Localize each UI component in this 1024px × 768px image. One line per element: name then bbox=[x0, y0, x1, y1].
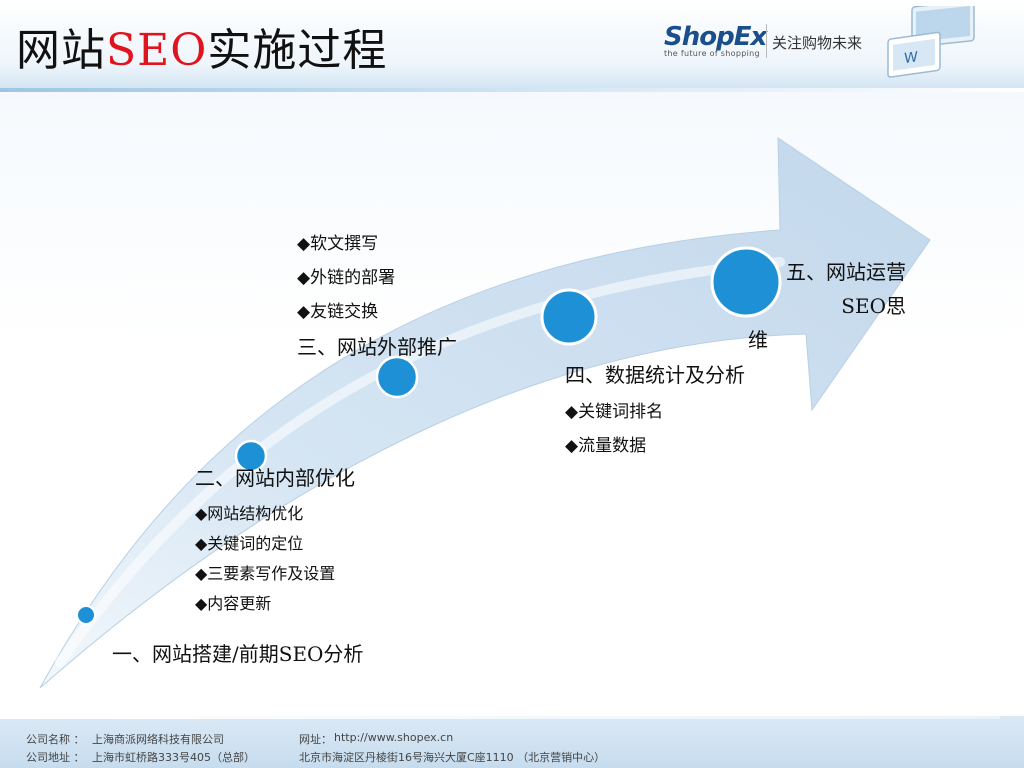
step-5-line-1: 五、网站运营 bbox=[786, 260, 906, 284]
logo-separator bbox=[766, 24, 767, 58]
svg-text:W: W bbox=[904, 49, 918, 67]
footer-bar bbox=[0, 716, 1024, 768]
node-step-2 bbox=[234, 439, 268, 473]
page-title: 网站SEO实施过程 bbox=[16, 14, 387, 78]
title-highlight: SEO bbox=[106, 25, 208, 76]
logo-tagline: the future of shopping bbox=[664, 49, 760, 58]
monitor-front-icon: W bbox=[887, 31, 941, 78]
step-4-bullet-1: ◆关键词排名 bbox=[565, 402, 664, 422]
step-2-bullet-1: ◆网站结构优化 bbox=[195, 504, 304, 523]
website-label: 网址： bbox=[299, 733, 332, 746]
step-5-line-2: SEO思 bbox=[841, 294, 906, 318]
step-nodes bbox=[76, 246, 782, 625]
step-2-bullet-4: ◆内容更新 bbox=[195, 594, 272, 613]
beijing-address: 北京市海淀区丹棱街16号海兴大厦C座1110 （北京营销中心） bbox=[299, 751, 606, 764]
step-4-label: 四、数据统计及分析 bbox=[565, 363, 745, 387]
node-step-4 bbox=[540, 288, 598, 346]
slogan: 关注购物未来 bbox=[772, 34, 863, 52]
step-3-bullet-3: ◆友链交换 bbox=[297, 302, 379, 322]
header-bar bbox=[0, 0, 1024, 92]
step-3-bullet-1: ◆软文撰写 bbox=[297, 234, 379, 254]
node-step-3 bbox=[375, 355, 419, 399]
company-address-label: 公司地址 ： bbox=[26, 751, 85, 764]
monitor-decoration-icon: W bbox=[887, 6, 975, 78]
shopex-logo: ShopEx the future of shopping bbox=[664, 22, 767, 58]
title-prefix: 网站 bbox=[16, 25, 106, 76]
website-link[interactable]: http://www.shopex.cn bbox=[334, 731, 454, 744]
company-name-label: 公司名称 ： bbox=[26, 733, 85, 746]
node-step-1 bbox=[76, 605, 96, 625]
logo-text: ShopEx bbox=[664, 22, 767, 52]
step-2-label: 二、网站内部优化 bbox=[195, 466, 355, 490]
growth-arrow bbox=[39, 137, 931, 689]
step-3-label: 三、网站外部推广 bbox=[297, 335, 457, 359]
step-2-bullet-2: ◆关键词的定位 bbox=[195, 534, 304, 553]
title-suffix: 实施过程 bbox=[207, 25, 388, 76]
logo-wordmark: ShopEx bbox=[664, 22, 767, 52]
arrow-highlight bbox=[55, 257, 785, 667]
step-5-label: 五、网站运营 SEO思 维 bbox=[748, 255, 906, 357]
header-divider bbox=[0, 88, 1024, 92]
step-5-line-3: 维 bbox=[748, 328, 768, 352]
node-step-5 bbox=[710, 246, 782, 318]
step-2-bullet-3: ◆三要素写作及设置 bbox=[195, 564, 336, 583]
company-name: 上海商派网络科技有限公司 bbox=[92, 733, 224, 746]
step-4-bullet-2: ◆流量数据 bbox=[565, 436, 647, 456]
company-address: 上海市虹桥路333号405（总部） bbox=[92, 751, 255, 764]
step-3-bullet-2: ◆外链的部署 bbox=[297, 268, 396, 288]
step-1-label: 一、网站搭建/前期SEO分析 bbox=[112, 642, 364, 666]
footer-divider bbox=[0, 716, 1000, 719]
